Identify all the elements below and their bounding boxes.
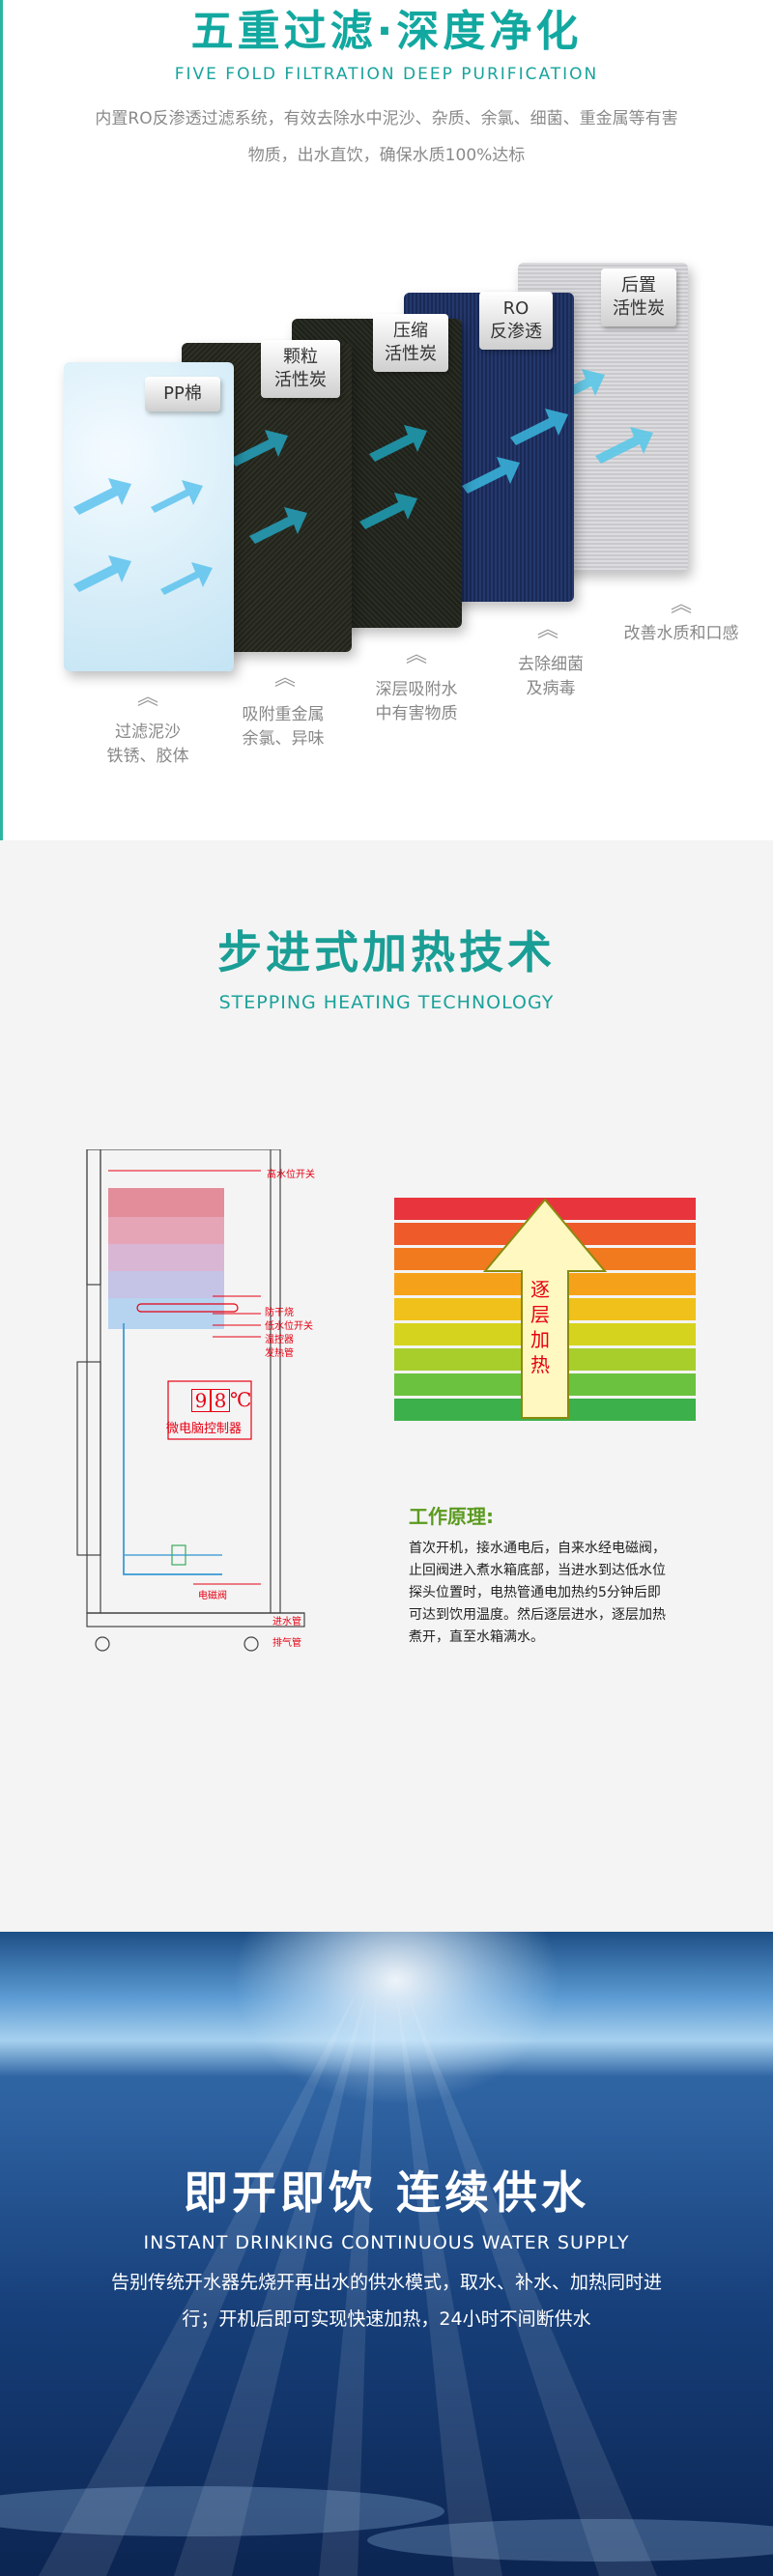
chevron-up-icon: ︽ xyxy=(537,618,559,642)
wheel-icon xyxy=(243,1636,259,1652)
chevron-up-icon: ︽ xyxy=(671,593,693,617)
heating-subtitle: STEPPING HEATING TECHNOLOGY xyxy=(218,992,555,1013)
arrow-caption: 逐层加热 xyxy=(530,1278,550,1376)
water-description: 告别传统开水器先烧开再出水的供水模式，取水、补水、加热同时进行；开机后即可实现快… xyxy=(110,2272,662,2330)
filtration-subtitle: FIVE FOLD FILTRATION DEEP PURIFICATION xyxy=(174,65,599,84)
filter-caption-ro: 去除细菌 及病毒 xyxy=(518,655,584,698)
flow-arrows-icon xyxy=(462,409,568,494)
chevron-up-icon: ︽ xyxy=(274,666,297,691)
water-supply-section: 即开即饮 连续供水 INSTANT DRINKING CONTINUOUS WA… xyxy=(0,1932,773,2576)
water-subtitle: INSTANT DRINKING CONTINUOUS WATER SUPPLY xyxy=(143,2232,630,2253)
flow-arrows-icon xyxy=(359,425,427,529)
chevron-up-icon: ︽ xyxy=(137,686,159,710)
chevron-up-icon: ︽ xyxy=(406,643,428,667)
heating-title: 步进式加热技术 xyxy=(217,926,556,978)
filtration-description: 内置RO反渗透过滤系统，有效去除水中泥沙、杂质、余氯、细菌、重金属等有害物质，出… xyxy=(95,109,678,165)
label-thermostat: 温控器 xyxy=(265,1335,294,1345)
principle-text: 首次开机，接水通电后，自来水经电磁阀，止回阀进入煮水箱底部，当进水到达低水位探头… xyxy=(409,1541,666,1645)
filter-caption-granular-carbon: 吸附重金属 余氯、异味 xyxy=(242,705,325,749)
filter-label-ro: RO 反渗透 xyxy=(479,292,553,350)
filter-panel-pp-cotton xyxy=(64,362,234,671)
filter-label-compressed-carbon: 压缩 活性炭 xyxy=(373,314,448,372)
principle-title: 工作原理: xyxy=(409,1505,494,1528)
filter-label-granular-carbon: 颗粒 活性炭 xyxy=(261,340,340,398)
heating-layers-graphic xyxy=(394,1198,696,1422)
flow-arrows-icon xyxy=(230,430,307,544)
filter-label-post-carbon: 后置 活性炭 xyxy=(601,269,676,326)
label-exhaust-pipe: 排气管 xyxy=(272,1638,301,1649)
label-heater: 发热管 xyxy=(265,1348,294,1359)
label-inlet-pipe: 进水管 xyxy=(272,1617,301,1628)
filtration-section: 五重过滤·深度净化 FIVE FOLD FILTRATION DEEP PURI… xyxy=(0,0,773,840)
temp-digit: 8 xyxy=(211,1389,230,1412)
filter-label-pp-cotton: PP棉 xyxy=(145,377,220,411)
flow-arrows-icon xyxy=(73,478,213,595)
arrow-up-icon xyxy=(482,1198,608,1419)
label-high-level-switch: 高水位开关 xyxy=(267,1170,315,1180)
controller-label: 微电脑控制器 xyxy=(166,1422,243,1436)
filter-caption-post-carbon: 改善水质和口感 xyxy=(623,624,739,643)
boiler-diagram xyxy=(76,1149,305,1652)
filtration-title: 五重过滤·深度净化 xyxy=(190,7,583,56)
label-anti-dry: 防干烧 xyxy=(265,1308,294,1318)
temp-unit: ℃ xyxy=(230,1388,252,1411)
wheel-icon xyxy=(95,1636,110,1652)
water-title: 即开即饮 连续供水 xyxy=(183,2166,589,2219)
label-solenoid-valve: 电磁阀 xyxy=(198,1591,227,1601)
label-low-level-switch: 低水位开关 xyxy=(265,1321,313,1332)
filter-caption-compressed-carbon: 深层吸附水 中有害物质 xyxy=(375,680,458,723)
heating-section: 步进式加热技术 STEPPING HEATING TECHNOLOGY xyxy=(0,840,773,1932)
light-rays xyxy=(0,1990,773,2576)
filter-caption-pp-cotton: 过滤泥沙 铁锈、胶体 xyxy=(106,722,189,766)
accent-edge xyxy=(0,0,3,840)
temp-digit: 9 xyxy=(191,1389,211,1412)
